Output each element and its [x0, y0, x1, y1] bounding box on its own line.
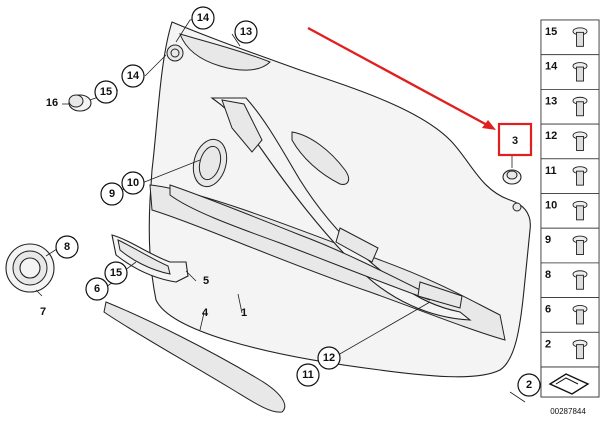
svg-text:14: 14 [127, 70, 140, 82]
door-trim-panel [148, 21, 531, 378]
diagram-number: 00287844 [550, 407, 586, 416]
svg-text:2: 2 [526, 379, 532, 391]
kit-label-15: 15 [545, 26, 557, 38]
callout-10: 10 [121, 171, 145, 195]
highlight-label: 3 [512, 135, 518, 147]
handle-bracket-part-6 [111, 234, 189, 283]
callout-14-left: 14 [121, 64, 145, 88]
callout-13: 13 [234, 20, 258, 44]
kit-row-12: 12 [540, 123, 600, 160]
trim-strip-part-4 [103, 301, 286, 413]
callout-15-top: 15 [94, 80, 118, 104]
kit-row-10: 10 [540, 193, 600, 229]
callout-2: 2 [517, 373, 541, 397]
kit-label-14: 14 [545, 61, 558, 73]
kit-label-11: 11 [545, 165, 557, 177]
callout-9: 9 [100, 182, 124, 206]
kit-row-8: 8 [540, 262, 600, 298]
kit-label-13: 13 [545, 95, 557, 107]
svg-text:11: 11 [302, 369, 314, 381]
svg-text:14: 14 [197, 12, 210, 24]
overview-symbol [540, 366, 600, 398]
kit-row-2: 2 [540, 331, 600, 368]
label-7: 7 [40, 306, 46, 318]
svg-text:10: 10 [127, 177, 139, 189]
highlight-arrow [307, 26, 496, 130]
label-16: 16 [46, 97, 58, 109]
callout-15-mid: 15 [104, 261, 128, 285]
callout-14-top: 14 [191, 6, 215, 30]
kit-row-9: 9 [540, 227, 600, 264]
svg-text:8: 8 [64, 241, 70, 253]
callout-11: 11 [296, 363, 320, 387]
svg-text:12: 12 [323, 352, 335, 364]
highlight-box-part-3: 3 [497, 122, 533, 157]
speaker-cover-part-7 [5, 243, 55, 293]
label-4: 4 [202, 307, 209, 319]
kit-label-6: 6 [545, 304, 551, 316]
label-1: 1 [241, 307, 247, 319]
kit-row-6: 6 [540, 297, 600, 333]
kit-row-11: 11 [540, 158, 600, 194]
plug-part-16 [68, 94, 92, 112]
svg-text:15: 15 [100, 86, 112, 98]
kit-label-8: 8 [545, 269, 551, 281]
svg-text:9: 9 [109, 188, 115, 200]
callout-6: 6 [85, 277, 109, 301]
label-5: 5 [203, 275, 209, 287]
svg-text:6: 6 [94, 283, 100, 295]
kit-label-12: 12 [545, 130, 557, 142]
parts-kit-column: 15 14 13 12 11 10 9 8 6 2 00287844 [540, 19, 600, 416]
corner-clip [509, 391, 526, 403]
svg-text:13: 13 [240, 26, 252, 38]
kit-row-14: 14 [540, 54, 600, 90]
kit-label-10: 10 [545, 200, 557, 212]
kit-row-13: 13 [540, 89, 600, 125]
plain-labels: 16 7 5 4 1 [40, 97, 247, 319]
clip-part-3 [502, 169, 522, 185]
callout-8: 8 [55, 235, 79, 259]
kit-row-15: 15 [540, 19, 600, 56]
kit-label-9: 9 [545, 234, 551, 246]
kit-label-2: 2 [545, 338, 551, 350]
svg-text:15: 15 [110, 267, 122, 279]
callout-12: 12 [317, 346, 341, 370]
